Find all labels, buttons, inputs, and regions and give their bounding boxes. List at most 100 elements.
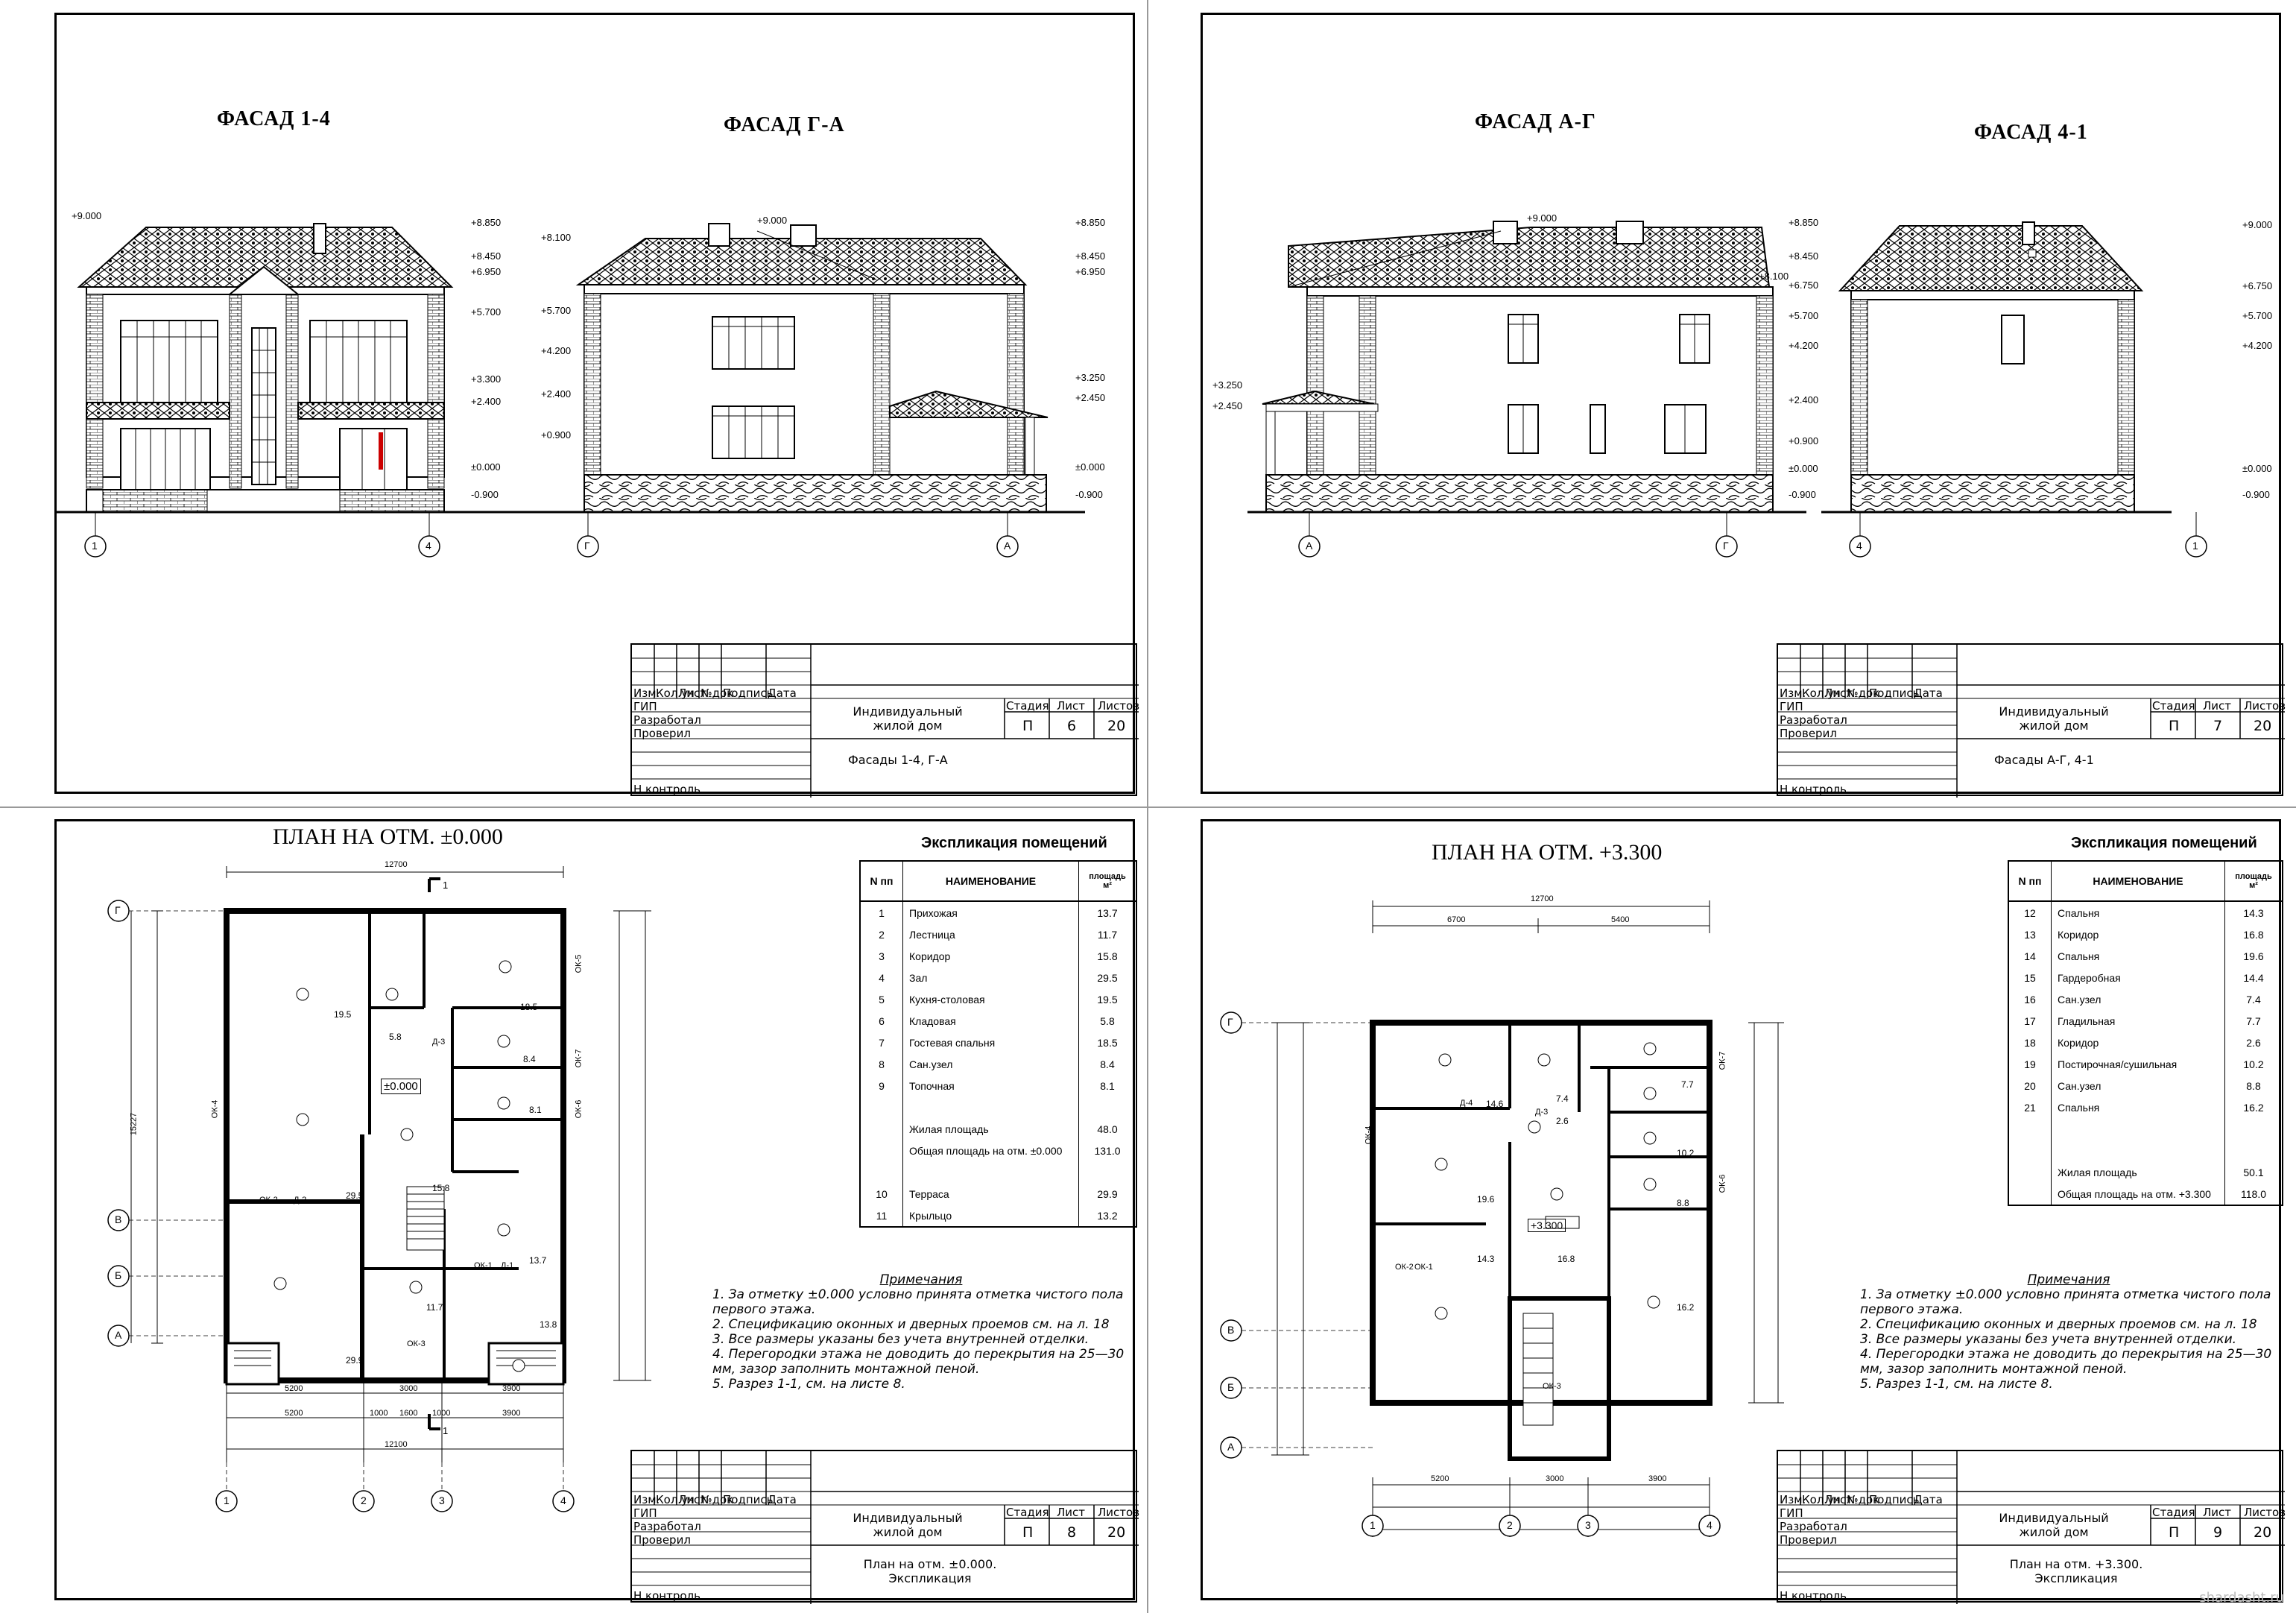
stamp-role-gip: ГИП bbox=[1780, 700, 1803, 713]
note-5: 5. Разрез 1-1, см. на листе 8. bbox=[712, 1377, 905, 1392]
stamp-sheets: 20 bbox=[2254, 1524, 2272, 1541]
stamp-role-prover: Проверил bbox=[1780, 727, 1837, 740]
note-2: 2. Спецификацию оконных и дверных проемо… bbox=[712, 1317, 1110, 1332]
stamp-hdr-izm: Изм. bbox=[633, 1493, 660, 1506]
explication-cell-n bbox=[861, 1118, 903, 1140]
plan-upper-drawing bbox=[1220, 900, 1784, 1537]
stamp-hdr-ndok: №док bbox=[1847, 686, 1880, 700]
explication-cell-n: 12 bbox=[2024, 906, 2036, 919]
stamp-sheet-label: Лист bbox=[1057, 699, 1086, 713]
stamp-stage-label: Стадия bbox=[1006, 699, 1049, 713]
stamp-role-nkontrol: Н.контроль bbox=[1780, 783, 1847, 796]
watermark: shardasht.ru bbox=[2199, 1590, 2284, 1606]
sheet-facades-1: ФАСАД 1-4 ФАСАД Г-А bbox=[54, 13, 1139, 798]
explication-cell-area: 118.0 bbox=[2224, 1183, 2282, 1205]
explication-cell-area: 5.8 bbox=[1078, 1010, 1136, 1032]
stamp-project: Индивидуальный жилой дом bbox=[1999, 1511, 2109, 1539]
axis-label-g: Г bbox=[584, 540, 590, 552]
stamp-role-razrab: Разработал bbox=[633, 1520, 701, 1533]
stamp-sheets: 20 bbox=[1107, 718, 1126, 734]
stamp-hdr-podpis: Подпись bbox=[1869, 1493, 1920, 1506]
stamp-hdr-koluch: Кол.уч bbox=[1802, 1493, 1841, 1506]
explication-cell-n bbox=[2009, 1183, 2052, 1205]
note-2: 2. Спецификацию оконных и дверных проемо… bbox=[1860, 1317, 2257, 1332]
explication-cell-n: 8 bbox=[879, 1058, 885, 1070]
axis-label-4: 4 bbox=[426, 540, 431, 552]
explication-cell-n: 18 bbox=[2024, 1036, 2036, 1049]
explication-cell-area: 14.4 bbox=[2224, 967, 2282, 988]
plan-upper-title: ПЛАН НА ОТМ. +3.300 bbox=[1432, 840, 1663, 865]
explication-cell-n: 4 bbox=[879, 971, 885, 984]
axis-label-a2: А bbox=[1306, 540, 1313, 552]
stamp-role-razrab: Разработал bbox=[633, 713, 701, 727]
explication-cell-n bbox=[861, 1140, 903, 1161]
stamp-role-gip: ГИП bbox=[1780, 1506, 1803, 1520]
notes-heading: Примечания bbox=[879, 1272, 963, 1287]
stamp-sheet: 6 bbox=[1067, 718, 1077, 734]
plan1-level-mark: ±0.000 bbox=[381, 1079, 421, 1094]
explication-cell-n bbox=[2009, 1161, 2052, 1183]
explication-cell-n: 21 bbox=[2024, 1101, 2036, 1114]
sheet-plan-upper: ПЛАН НА ОТМ. +3.300 12700 bbox=[1201, 819, 2286, 1604]
explication-cell-n: 14 bbox=[2024, 950, 2036, 962]
facade-4-1-title: ФАСАД 4-1 bbox=[1974, 121, 2088, 144]
notes: Примечания 1. За отметку ±0.000 условно … bbox=[1860, 1272, 2277, 1392]
sheet-plan-ground: ПЛАН НА ОТМ. ±0.000 bbox=[54, 819, 1139, 1604]
explication-cell-area: 48.0 bbox=[1078, 1118, 1136, 1140]
explication-cell-name: Спальня bbox=[2051, 1096, 2225, 1118]
plan1-overall-dim: 12700 bbox=[385, 860, 408, 869]
col-name: НАИМЕНОВАНИЕ bbox=[902, 862, 1079, 902]
explication-cell-name: Коридор bbox=[2051, 1032, 2225, 1053]
plan2-level-mark: +3.300 bbox=[1528, 1219, 1566, 1232]
explication-cell-n: 16 bbox=[2024, 993, 2036, 1006]
explication-cell-name bbox=[902, 1096, 1079, 1118]
explication-cell-area: 15.8 bbox=[1078, 945, 1136, 967]
explication-cell-area: 19.6 bbox=[2224, 945, 2282, 967]
explication-cell-name: Жилая площадь bbox=[2051, 1161, 2225, 1183]
stamp-hdr-ndok: №док bbox=[700, 686, 734, 700]
col-area: площадь м² bbox=[2224, 862, 2282, 902]
explication-cell-area: 16.2 bbox=[2224, 1096, 2282, 1118]
stamp-sheet-title: Фасады 1-4, Г-А bbox=[848, 753, 948, 767]
col-area: площадь м² bbox=[1078, 862, 1136, 902]
stamp-role-nkontrol: Н.контроль bbox=[633, 783, 700, 796]
explication-cell-name: Общая площадь на отм. ±0.000 bbox=[902, 1140, 1079, 1161]
stamp-sheet-label: Лист bbox=[2203, 699, 2232, 713]
plan2-overall-dim: 12700 bbox=[1531, 894, 1554, 903]
explication-cell-n bbox=[2009, 1118, 2052, 1140]
stamp-hdr-koluch: Кол.уч bbox=[1802, 686, 1841, 700]
explication-cell-n: 10 bbox=[876, 1187, 888, 1200]
stamp-hdr-podpis: Подпись bbox=[723, 1493, 774, 1506]
stamp-stage: П bbox=[2169, 1524, 2180, 1541]
stamp-sheets: 20 bbox=[1107, 1524, 1126, 1541]
facade-a-g-drawing bbox=[1247, 221, 2207, 558]
facade-1-4-title: ФАСАД 1-4 bbox=[217, 107, 331, 130]
explication-cell-area: 8.8 bbox=[2224, 1075, 2282, 1096]
stamp-role-prover: Проверил bbox=[633, 727, 691, 740]
explication-cell-n: 20 bbox=[2024, 1079, 2036, 1092]
stamp-hdr-koluch: Кол.уч bbox=[656, 686, 695, 700]
sheet-divider-horizontal bbox=[0, 806, 2296, 808]
stamp-stage: П bbox=[1022, 1524, 1034, 1541]
explication-cell-name: Прихожая bbox=[902, 901, 1079, 924]
explication-cell-n: 2 bbox=[879, 928, 885, 941]
stamp-stage-label: Стадия bbox=[2152, 1506, 2195, 1519]
explication-cell-name: Терраса bbox=[902, 1183, 1079, 1205]
explication-cell-name: Лестница bbox=[902, 924, 1079, 945]
explication-cell-area: 14.3 bbox=[2224, 901, 2282, 924]
stamp-sheets: 20 bbox=[2254, 718, 2272, 734]
